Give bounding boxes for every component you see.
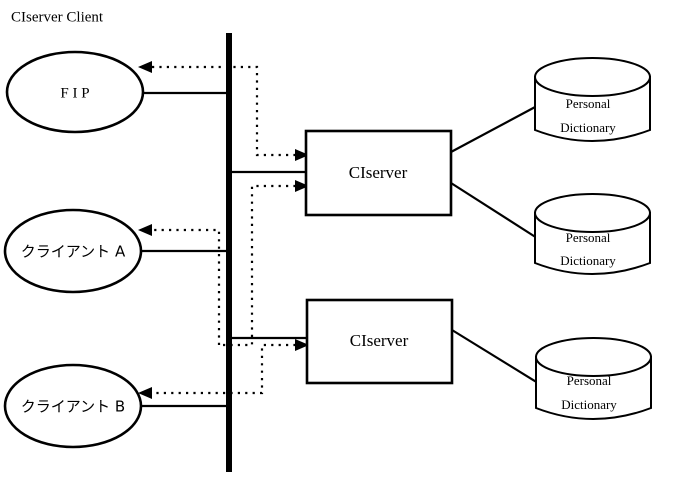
arrowhead-into-client-b (138, 387, 152, 399)
server-node-1[interactable] (304, 129, 453, 217)
connector-server-2-to-db-3 (451, 329, 539, 384)
dotted-arrowheads-group (138, 61, 309, 399)
arrowhead-into-server-1-lower (295, 180, 309, 192)
connector-server-1-to-db-1 (450, 105, 538, 153)
client-node-client-b-label: クライアント B (21, 398, 125, 416)
client-nodes-group: F I P クライアント A クライアント B (3, 50, 145, 449)
database-node-1-top (534, 57, 651, 97)
client-node-fip-label: F I P (60, 85, 89, 101)
page-title: CIserver Client (11, 9, 104, 25)
database-node-1-label-line2: Dictionary (560, 120, 616, 135)
server-node-2[interactable] (305, 298, 454, 385)
database-node-3-label-line2: Dictionary (561, 397, 617, 412)
arrowhead-into-fip (138, 61, 152, 73)
client-node-client-a-label: クライアント A (21, 243, 126, 261)
database-node-3[interactable]: Personal Dictionary (535, 337, 652, 420)
server-nodes-group: CIserver CIserver (304, 129, 454, 385)
database-node-2-label-line1: Personal (566, 230, 611, 245)
server-node-1-label: CIserver (349, 163, 408, 182)
solid-edges-group (141, 91, 308, 408)
dotted-edges-group (150, 65, 303, 395)
database-node-3-top (535, 337, 652, 377)
connector-server-1-to-db-2 (450, 182, 538, 239)
database-node-1[interactable]: Personal Dictionary (534, 57, 651, 142)
database-node-2[interactable]: Personal Dictionary (534, 193, 651, 275)
database-node-2-label-line2: Dictionary (560, 253, 616, 268)
client-node-client-b[interactable] (3, 363, 143, 449)
database-node-2-top (534, 193, 651, 233)
database-nodes-group: Personal Dictionary Personal Dictionary … (534, 57, 652, 420)
dotted-edge-client-a-return (150, 228, 221, 345)
database-node-1-label-line1: Personal (566, 96, 611, 111)
client-node-fip[interactable] (5, 50, 145, 134)
network-boundary-bar (226, 33, 232, 472)
client-node-client-a[interactable] (3, 208, 143, 294)
database-node-3-label-line1: Personal (567, 373, 612, 388)
server-db-connectors-group (450, 105, 539, 384)
arrowhead-into-server-1-upper (295, 149, 309, 161)
dotted-edge-server-1-to-fip (150, 65, 303, 157)
arrowhead-into-server-2 (295, 339, 309, 351)
server-node-2-label: CIserver (350, 331, 409, 350)
arrowhead-into-client-a (138, 224, 152, 236)
